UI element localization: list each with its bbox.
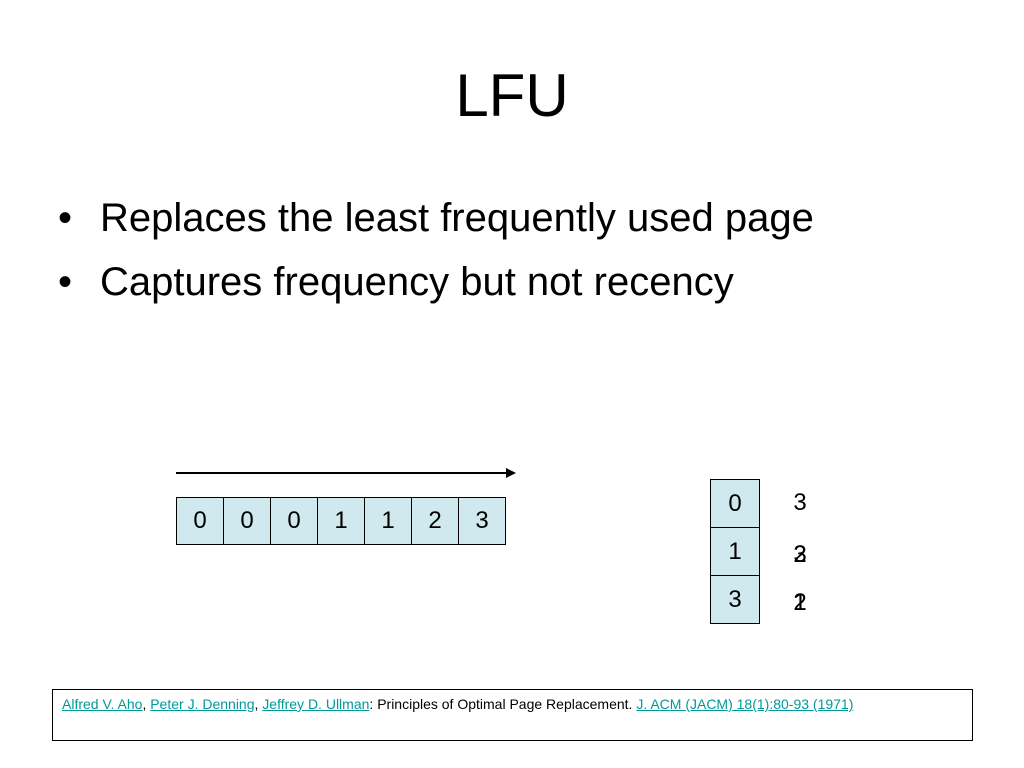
bullet-list: • Replaces the least frequently used pag… — [58, 186, 814, 314]
bullet-item: • Captures frequency but not recency — [58, 250, 814, 314]
frequency-count: 3 — [793, 541, 807, 568]
arrow-head — [506, 468, 516, 478]
author-link[interactable]: Jeffrey D. Ullman — [262, 696, 370, 712]
bullet-text: Replaces the least frequently used page — [100, 196, 814, 240]
citation-colon: : — [369, 696, 378, 712]
frame-cell: 3 — [710, 575, 760, 624]
bullet-text: Captures frequency but not recency — [100, 260, 734, 304]
sequence-cell: 1 — [364, 497, 412, 545]
bullet-item: • Replaces the least frequently used pag… — [58, 186, 814, 250]
time-arrow-icon — [176, 468, 516, 478]
page-frames: 0 1 3 — [710, 479, 760, 624]
frequency-count: 3 — [793, 489, 807, 516]
reference-sequence: 0 0 0 1 1 2 3 — [176, 497, 506, 545]
citation-separator: , — [254, 696, 263, 712]
sequence-cell: 2 — [411, 497, 459, 545]
citation-title: Principles of Optimal Page Replacement. — [377, 696, 637, 712]
citation-separator: , — [142, 696, 151, 712]
citation-box: Alfred V. Aho, Peter J. Denning, Jeffrey… — [52, 689, 973, 741]
frequency-count: 1 — [793, 589, 807, 616]
frequency-count: 2 — [793, 589, 807, 616]
frequency-count: 2 — [793, 541, 807, 568]
sequence-cell: 0 — [270, 497, 318, 545]
author-link[interactable]: Peter J. Denning — [150, 696, 255, 712]
slide-title: LFU — [455, 62, 569, 129]
bullet-dot-icon: • — [58, 260, 73, 304]
sequence-cell: 1 — [317, 497, 365, 545]
bullet-dot-icon: • — [58, 196, 73, 240]
sequence-cell: 0 — [176, 497, 224, 545]
author-link[interactable]: Alfred V. Aho — [62, 696, 143, 712]
frame-cell: 0 — [710, 479, 760, 528]
sequence-cell: 3 — [458, 497, 506, 545]
frame-cell: 1 — [710, 527, 760, 576]
sequence-cell: 0 — [223, 497, 271, 545]
journal-link[interactable]: J. ACM (JACM) 18(1):80-93 (1971) — [636, 696, 854, 712]
